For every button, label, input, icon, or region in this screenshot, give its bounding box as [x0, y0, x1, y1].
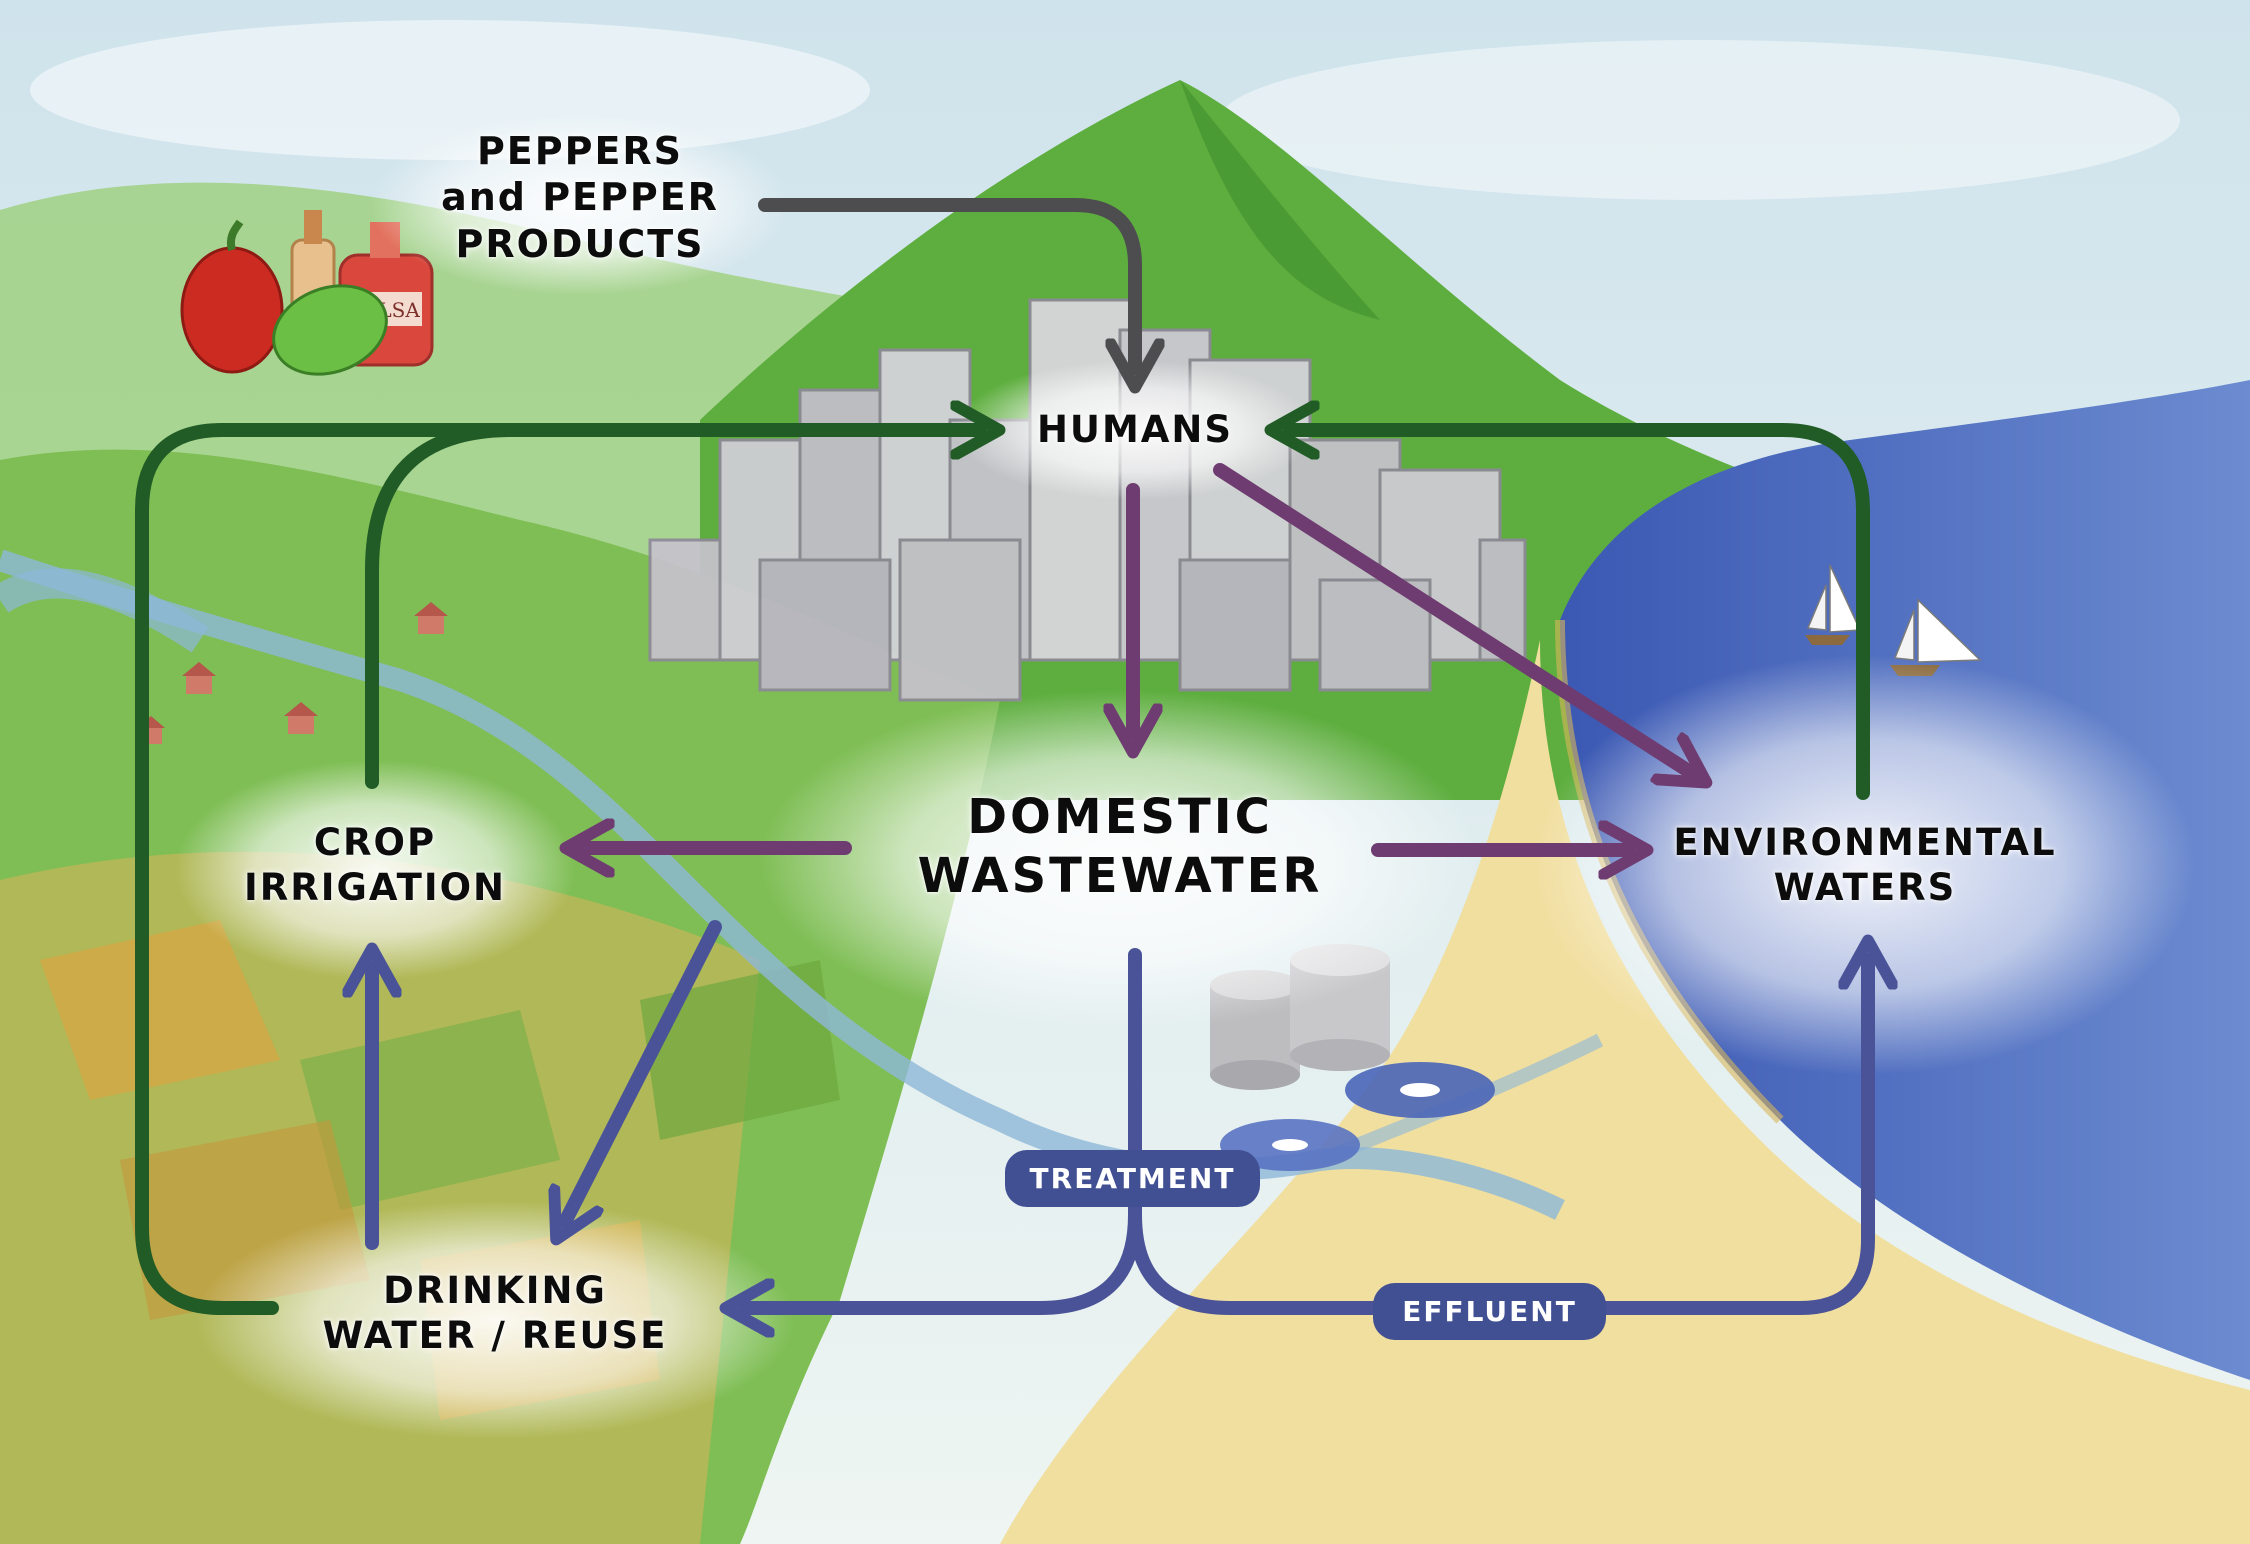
node-drinking-water-reuse-line: WATER / REUSE [322, 1314, 668, 1358]
peppers-illustration: SALSA [180, 210, 434, 376]
house [414, 602, 448, 634]
green-pepper [272, 284, 388, 376]
node-humans-label: HUMANS [1036, 408, 1234, 451]
house [182, 662, 216, 694]
node-domestic-wastewater-line: DOMESTIC [967, 789, 1273, 845]
node-environmental-waters-line: WATERS [1773, 866, 1957, 910]
node-crop-irrigation-line: CROP [313, 821, 437, 864]
node-domestic-wastewater: DOMESTIC WASTEWATER [870, 788, 1370, 905]
house [284, 702, 318, 734]
sailboat [1805, 564, 1862, 645]
node-crop-irrigation-line: IRRIGATION [243, 866, 507, 910]
node-peppers-line: PEPPERS [476, 129, 684, 173]
node-environmental-waters-line: ENVIRONMENTAL [1673, 821, 2057, 864]
treatment-pill: TREATMENT [1005, 1150, 1260, 1207]
red-pepper [180, 219, 284, 374]
arrow-drinking-water-to-humans [135, 430, 980, 1315]
arrow-humans-to-environmental-waters [1213, 463, 1690, 772]
arrow-crop-irrigation-to-humans [365, 423, 707, 789]
arrow-effluent-to-environmental-waters [1128, 960, 1868, 1315]
node-crop-irrigation: CROP IRRIGATION [205, 820, 545, 910]
arrow-environmental-waters-to-humans [1290, 430, 1870, 800]
node-environmental-waters: ENVIRONMENTAL WATERS [1630, 820, 2100, 910]
node-peppers-line: and PEPPER [441, 175, 719, 220]
node-peppers: PEPPERS and PEPPER PRODUCTS [420, 128, 740, 267]
node-domestic-wastewater-line: WASTEWATER [917, 847, 1323, 904]
node-drinking-water-reuse-line: DRINKING [383, 1269, 607, 1312]
effluent-pill: EFFLUENT [1373, 1283, 1606, 1340]
node-peppers-line: PRODUCTS [455, 221, 705, 266]
arrow-peppers-to-humans [758, 198, 1135, 368]
arrow-wastewater-to-drinking-water [565, 920, 722, 1222]
node-drinking-water-reuse: DRINKING WATER / REUSE [290, 1268, 700, 1358]
node-humans: HUMANS [985, 407, 1285, 452]
